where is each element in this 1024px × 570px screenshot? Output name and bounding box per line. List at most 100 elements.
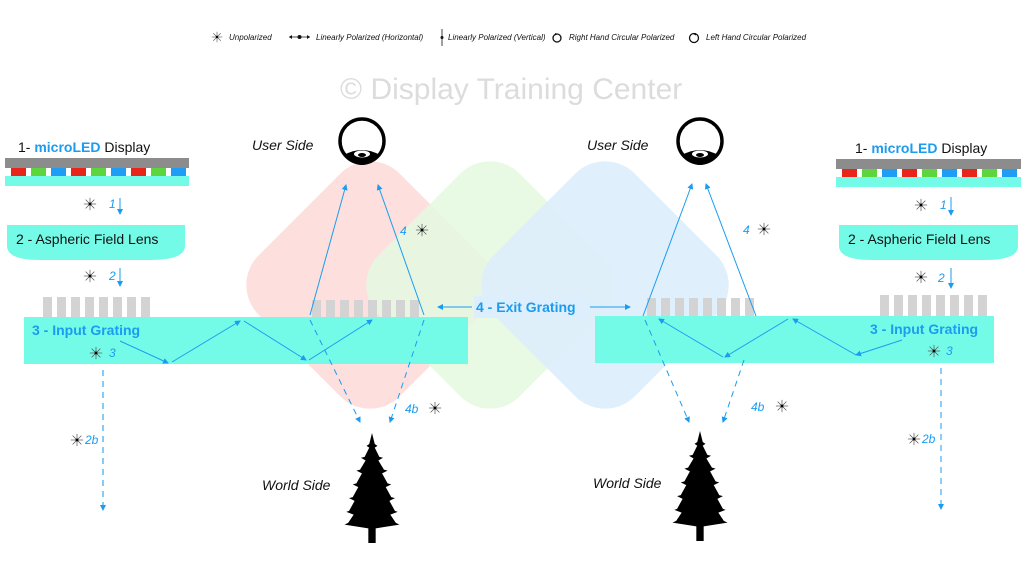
pixel-green bbox=[31, 168, 46, 176]
right-outcoupled-ray bbox=[704, 183, 757, 317]
unpolarized-icon bbox=[211, 31, 223, 43]
grating-tooth bbox=[354, 300, 363, 317]
right-leak-ray bbox=[644, 319, 690, 423]
grating-tooth bbox=[312, 300, 321, 317]
left-tir-ray bbox=[308, 319, 373, 361]
grating-tooth bbox=[326, 300, 335, 317]
lhc-polarized-icon bbox=[688, 32, 700, 44]
grating-tooth bbox=[141, 297, 150, 317]
grating-tooth bbox=[689, 298, 698, 316]
fov-shapes bbox=[246, 161, 729, 409]
left-outcoupled-ray bbox=[309, 184, 348, 316]
left-system: 1- microLED Display 1 2 - Aspheric Field… bbox=[5, 117, 468, 543]
grating-tooth bbox=[382, 300, 391, 317]
left-tree-icon bbox=[344, 433, 400, 543]
grating-tooth bbox=[880, 295, 889, 316]
right-leak-ray bbox=[721, 359, 745, 423]
unpolarized-icon bbox=[70, 433, 84, 447]
right-exit-grating-teeth bbox=[647, 298, 754, 316]
left-pixel-row bbox=[11, 168, 186, 176]
right-user-side-label: User Side bbox=[587, 137, 649, 153]
grating-tooth bbox=[717, 298, 726, 316]
pixel-blue bbox=[942, 169, 957, 177]
right-input-grating-teeth bbox=[880, 295, 987, 316]
right-lens-label: 2 - Aspheric Field Lens bbox=[848, 231, 990, 247]
legend-label: Linearly Polarized (Vertical) bbox=[448, 33, 546, 42]
unpolarized-icon bbox=[757, 222, 771, 236]
grating-tooth bbox=[731, 298, 740, 316]
right-step-3-label: 3 bbox=[946, 344, 953, 358]
left-step-2b-label: 2b bbox=[84, 433, 99, 447]
legend-label: Unpolarized bbox=[229, 33, 272, 42]
left-input-grating-teeth bbox=[43, 297, 150, 317]
left-waveguide bbox=[24, 317, 468, 364]
pixel-blue bbox=[1002, 169, 1017, 177]
right-field-lens bbox=[839, 225, 1018, 260]
right-step-4b-label: 4b bbox=[751, 400, 765, 414]
rhc-polarized-icon bbox=[552, 33, 562, 43]
grating-tooth bbox=[964, 295, 973, 316]
right-outcoupled-ray bbox=[642, 183, 694, 317]
pixel-red bbox=[131, 168, 146, 176]
right-system: 1- microLED Display 1 2 - Aspheric Field… bbox=[587, 117, 1021, 541]
right-input-grating-label: 3 - Input Grating bbox=[870, 321, 978, 337]
grating-tooth bbox=[113, 297, 122, 317]
pixel-blue bbox=[51, 168, 66, 176]
grating-tooth bbox=[894, 295, 903, 316]
unpolarized-icon bbox=[927, 344, 941, 358]
right-tir-ray bbox=[792, 318, 857, 356]
exit-grating-label: 4 - Exit Grating bbox=[476, 299, 576, 315]
pixel-green bbox=[91, 168, 106, 176]
right-tree-icon bbox=[672, 431, 728, 541]
right-step-2b-label: 2b bbox=[921, 432, 936, 446]
grating-tooth bbox=[340, 300, 349, 317]
pixel-green bbox=[862, 169, 877, 177]
left-outcoupled-ray bbox=[376, 184, 425, 316]
left-eye-icon bbox=[338, 117, 386, 167]
right-tir-ray bbox=[724, 318, 789, 358]
unpolarized-icon bbox=[83, 269, 97, 283]
pixel-green bbox=[151, 168, 166, 176]
pixel-blue bbox=[171, 168, 186, 176]
grating-tooth bbox=[368, 300, 377, 317]
grating-tooth bbox=[396, 300, 405, 317]
left-display-backplane bbox=[5, 158, 189, 168]
pixel-blue bbox=[882, 169, 897, 177]
grating-tooth bbox=[647, 298, 656, 316]
unpolarized-icon bbox=[89, 346, 103, 360]
grating-tooth bbox=[85, 297, 94, 317]
right-step-2-label: 2 bbox=[937, 271, 945, 285]
grating-tooth bbox=[922, 295, 931, 316]
left-field-lens bbox=[7, 225, 185, 260]
left-step-4-label: 4 bbox=[400, 224, 407, 238]
exit-grating-label-bg bbox=[474, 296, 588, 318]
pixel-green bbox=[922, 169, 937, 177]
pixel-red bbox=[71, 168, 86, 176]
left-step-1-label: 1 bbox=[109, 197, 116, 211]
legend-label: Left Hand Circular Polarized bbox=[706, 33, 807, 42]
left-tir-ray bbox=[119, 340, 169, 364]
pixel-blue bbox=[111, 168, 126, 176]
grating-tooth bbox=[745, 298, 754, 316]
left-exit-grating-teeth bbox=[312, 300, 419, 317]
grating-tooth bbox=[936, 295, 945, 316]
left-display-title: 1- microLED Display bbox=[18, 139, 150, 155]
grating-tooth bbox=[57, 297, 66, 317]
unpolarized-icon bbox=[428, 401, 442, 415]
right-tir-ray bbox=[658, 318, 724, 358]
right-pixel-row bbox=[842, 169, 1017, 177]
left-input-grating-label: 3 - Input Grating bbox=[32, 322, 140, 338]
left-step-3-label: 3 bbox=[109, 346, 116, 360]
grating-tooth bbox=[410, 300, 419, 317]
pixel-red bbox=[962, 169, 977, 177]
right-world-side-label: World Side bbox=[593, 475, 662, 491]
grating-tooth bbox=[661, 298, 670, 316]
right-eye-icon bbox=[676, 117, 724, 167]
pixel-red bbox=[842, 169, 857, 177]
grating-tooth bbox=[908, 295, 917, 316]
left-tir-ray bbox=[243, 320, 307, 361]
left-display-cover bbox=[5, 176, 189, 186]
right-display-title: 1- microLED Display bbox=[855, 140, 987, 156]
linear-vertical-icon bbox=[440, 29, 444, 46]
